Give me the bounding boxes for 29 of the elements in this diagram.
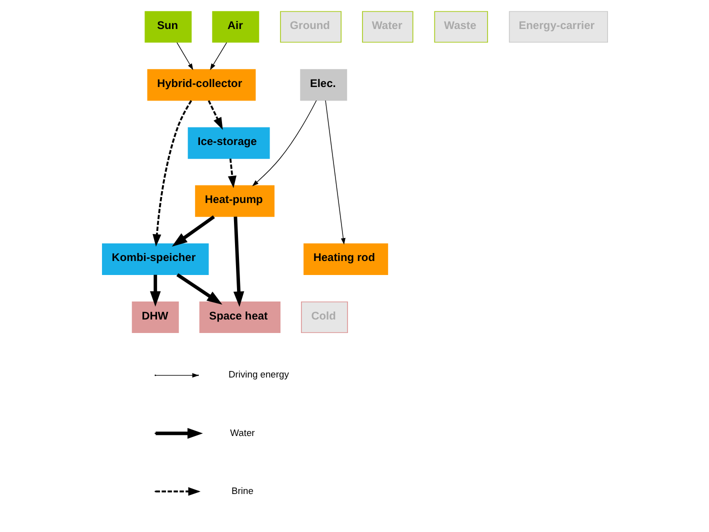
node-box: Ice-storage	[187, 127, 270, 159]
node-box: Waste	[434, 11, 488, 43]
arrow	[152, 100, 192, 247]
node-box: Sun	[144, 11, 192, 43]
arrow	[252, 100, 316, 186]
arrow	[232, 216, 244, 307]
node-box: Heating rod	[303, 243, 388, 275]
node-box: Cold	[300, 301, 348, 334]
legend-label: Brine	[231, 484, 253, 496]
node-box: Ground	[280, 11, 342, 43]
arrow	[207, 100, 222, 130]
arrow	[176, 42, 193, 70]
arrow	[149, 274, 160, 307]
node-box: Space heat	[198, 301, 280, 334]
node-box: Kombi-speicher	[101, 243, 208, 275]
arrow	[227, 158, 236, 188]
node-box: Energy-carrier	[508, 11, 608, 43]
arrow	[171, 215, 214, 247]
legend-label: Driving energy	[228, 368, 288, 380]
arrow	[176, 273, 222, 305]
arrow	[324, 100, 345, 245]
node-box: DHW	[131, 301, 178, 334]
node-box: Air	[212, 11, 259, 43]
legend-label: Water	[230, 426, 254, 438]
node-box: Elec.	[300, 69, 347, 101]
node-box: Water	[362, 11, 413, 43]
node-box: Hybrid-collector	[146, 69, 256, 101]
arrow	[209, 42, 227, 70]
node-box: Heat-pump	[194, 185, 274, 217]
